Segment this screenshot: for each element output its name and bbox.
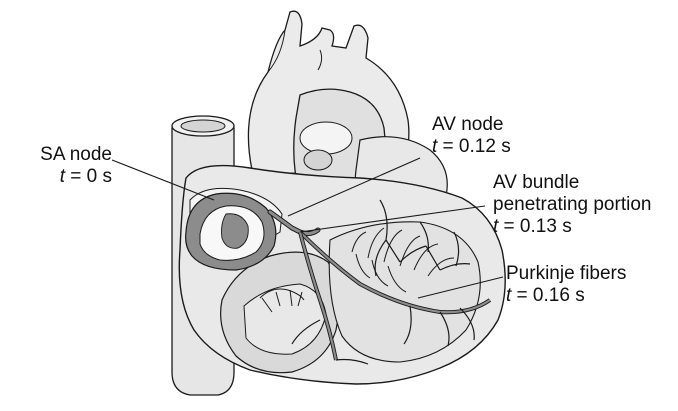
av-bundle-name-line2: penetrating portion	[493, 194, 651, 216]
purkinje-time-value: = 0.16 s	[511, 285, 584, 306]
av-node-time: t = 0.12 s	[432, 136, 511, 158]
av-bundle-name-line1: AV bundle	[493, 172, 651, 194]
sa-node-time: t = 0 s	[8, 166, 112, 188]
sa-node-time-value: = 0 s	[65, 166, 112, 187]
sa-node-region	[186, 193, 276, 270]
purkinje-name: Purkinje fibers	[506, 263, 626, 285]
av-node-name: AV node	[432, 114, 511, 136]
av-bundle-label: AV bundle penetrating portion t = 0.13 s	[493, 172, 651, 238]
sa-node-name: SA node	[8, 144, 112, 166]
av-node-label: AV node t = 0.12 s	[432, 114, 511, 158]
av-bundle-time: t = 0.13 s	[493, 216, 651, 238]
purkinje-label: Purkinje fibers t = 0.16 s	[506, 263, 626, 307]
av-node-time-value: = 0.12 s	[437, 136, 510, 157]
av-bundle-time-value: = 0.13 s	[498, 216, 571, 237]
sa-node-label: SA node t = 0 s	[8, 144, 112, 188]
purkinje-time: t = 0.16 s	[506, 285, 626, 307]
